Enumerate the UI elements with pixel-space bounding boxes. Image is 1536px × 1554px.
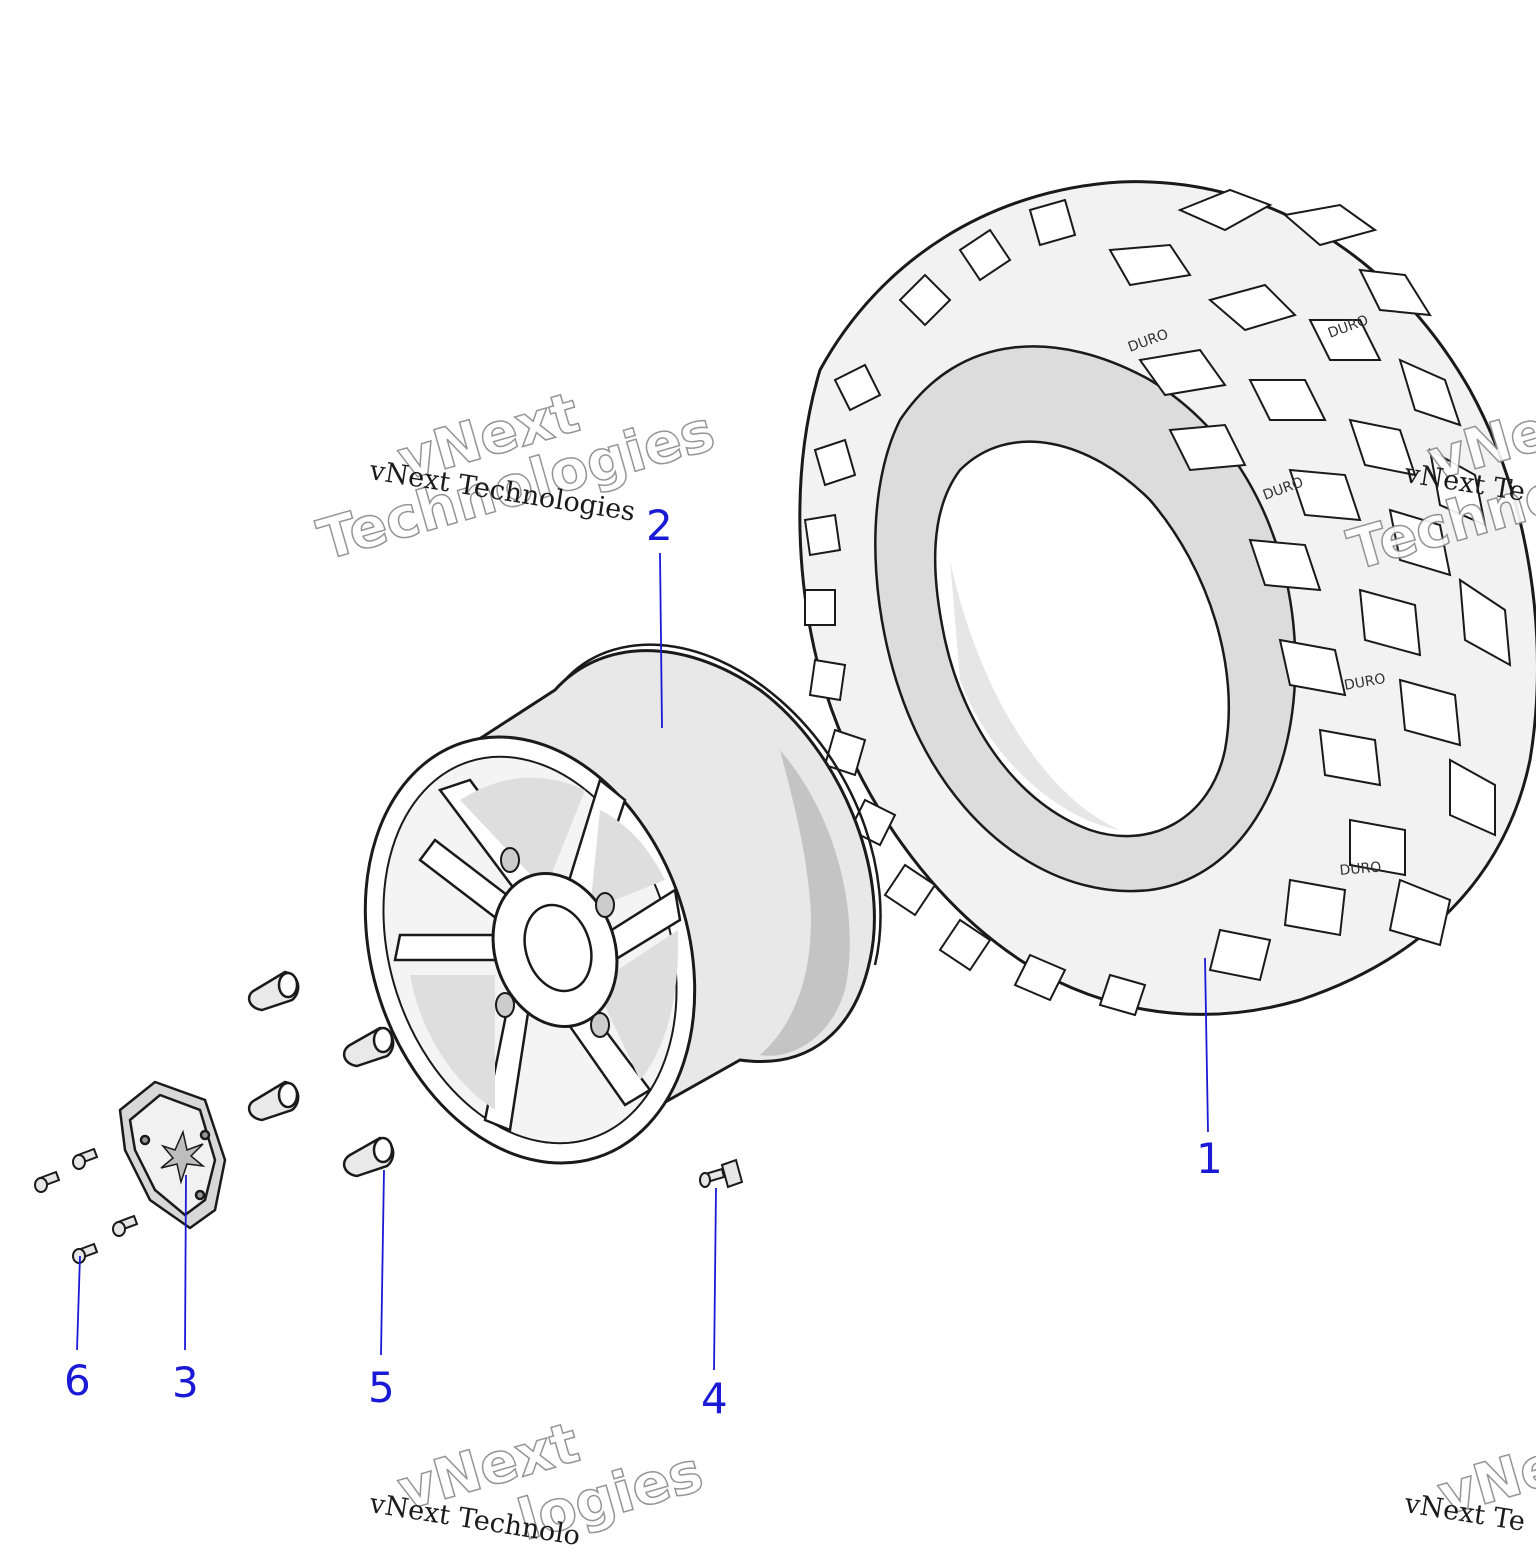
wheel-rim — [363, 643, 882, 1165]
screw — [72, 1242, 99, 1264]
lug-nut — [342, 1026, 395, 1068]
leader-line-2 — [659, 552, 663, 729]
tread-blocks — [1108, 188, 1512, 982]
cap-screws — [34, 1147, 139, 1264]
lug-nut — [342, 1136, 395, 1178]
leader-lines — [76, 552, 1209, 1371]
screw — [34, 1170, 61, 1193]
leader-line-3 — [184, 1174, 187, 1351]
star-logo-icon — [160, 1129, 206, 1185]
center-cap — [118, 1080, 227, 1230]
valve-stem — [699, 1158, 744, 1189]
tire — [798, 180, 1536, 1017]
leader-line-1 — [1204, 957, 1209, 1133]
callout-3: 3 — [172, 1358, 199, 1407]
callout-6: 6 — [64, 1356, 91, 1405]
leader-line-4 — [713, 1187, 717, 1371]
screw — [72, 1147, 99, 1170]
lug-nut — [247, 970, 300, 1012]
leader-line-5 — [380, 1169, 385, 1356]
callout-2: 2 — [646, 501, 673, 550]
callout-5: 5 — [368, 1363, 395, 1412]
tire-brand-text: DURO — [1339, 859, 1382, 879]
callout-1: 1 — [1196, 1134, 1223, 1183]
rim-lug-holes — [495, 847, 615, 1038]
lug-nuts — [247, 970, 395, 1178]
callout-4: 4 — [701, 1374, 728, 1423]
leader-line-6 — [76, 1255, 81, 1351]
lug-nut — [247, 1080, 300, 1122]
sidewall-lugs — [803, 198, 1147, 1017]
tire-brand-text: DURO — [1343, 671, 1387, 694]
screw — [112, 1214, 139, 1237]
